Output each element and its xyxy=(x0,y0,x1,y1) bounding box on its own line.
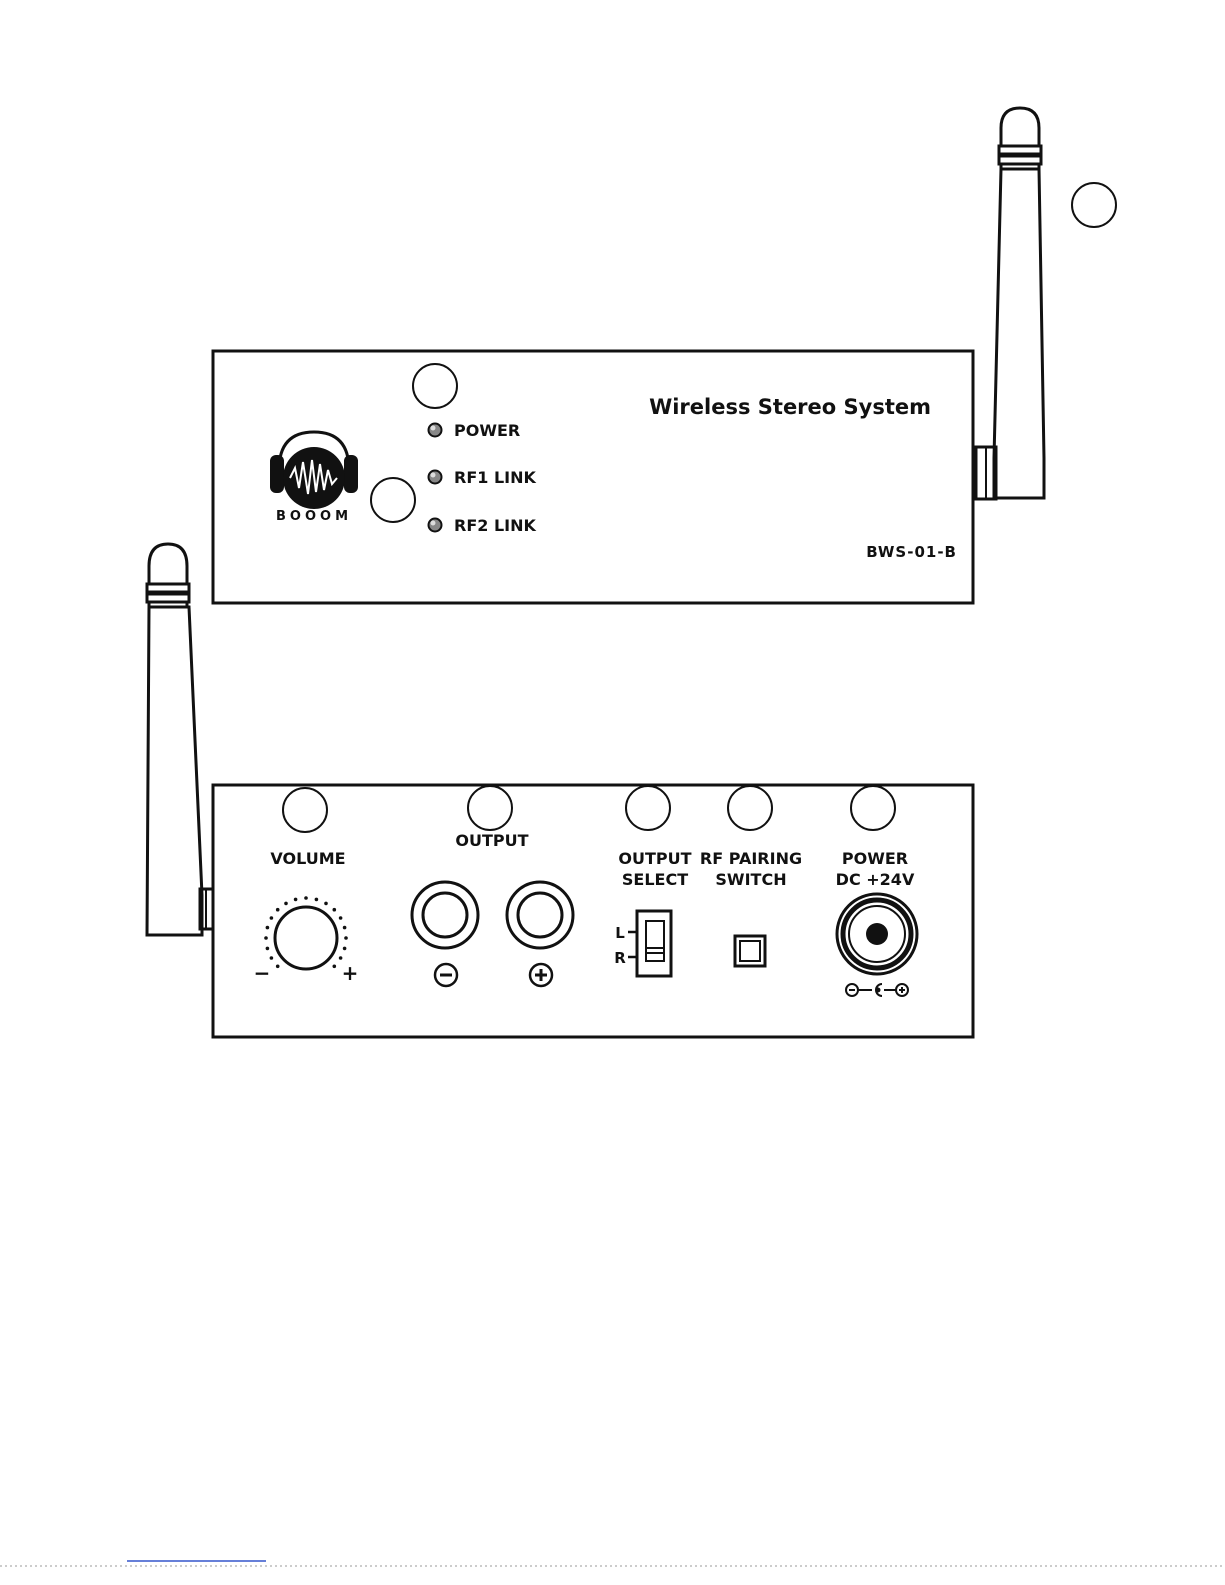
led-power xyxy=(429,424,442,437)
volume-plus-label: + xyxy=(342,961,359,985)
top-antenna xyxy=(976,108,1044,499)
switch-label-l: L xyxy=(615,924,625,942)
callout-circle-output-select xyxy=(626,786,670,830)
left-antenna xyxy=(147,544,213,935)
volume-scale-dot xyxy=(339,916,343,920)
callout-circle-power-led xyxy=(413,364,457,408)
minus-circle-icon xyxy=(435,964,457,986)
volume-scale-dot xyxy=(294,898,298,902)
volume-scale-dot xyxy=(264,936,268,940)
volume-minus-label: − xyxy=(254,961,271,985)
volume-scale-dot xyxy=(276,965,280,969)
power-label-line2: DC +24V xyxy=(836,870,915,889)
callout-circle-power-jack xyxy=(851,786,895,830)
callout-circle-volume xyxy=(283,788,327,832)
output-select-switch[interactable] xyxy=(628,911,671,976)
callout-circle-rf-pairing xyxy=(728,786,772,830)
output-plus-jack[interactable] xyxy=(507,882,573,948)
led-label-rf1: RF1 LINK xyxy=(454,468,536,487)
output-select-label-line1: OUTPUT xyxy=(618,849,691,868)
callout-circle-output xyxy=(468,786,512,830)
product-title: Wireless Stereo System xyxy=(649,395,931,419)
dc-polarity-icon xyxy=(846,984,908,996)
led-label-rf2: RF2 LINK xyxy=(454,516,536,535)
rf-pairing-label-line1: RF PAIRING xyxy=(700,849,802,868)
rf-pairing-label-line2: SWITCH xyxy=(715,870,786,889)
callout-circle-antenna xyxy=(1072,183,1116,227)
volume-scale-dot xyxy=(266,926,270,930)
output-select-label-line2: SELECT xyxy=(622,870,688,889)
callout-circle-rf-leds xyxy=(371,478,415,522)
volume-label: VOLUME xyxy=(270,849,345,868)
led-rf2 xyxy=(429,519,442,532)
volume-scale-dot xyxy=(284,902,288,906)
booom-logo: BOOOM xyxy=(270,432,358,524)
led-rf1 xyxy=(429,471,442,484)
volume-scale-dot xyxy=(324,902,328,906)
volume-scale-dot xyxy=(343,926,347,930)
power-label-line1: POWER xyxy=(842,849,908,868)
volume-scale-dot xyxy=(304,896,308,900)
volume-scale-dot xyxy=(343,947,347,951)
led-label-power: POWER xyxy=(454,421,520,440)
volume-scale-dot xyxy=(333,908,337,912)
model-number: BWS-01-B xyxy=(866,543,957,561)
footer-rule xyxy=(0,1561,1225,1566)
volume-scale-dot xyxy=(339,956,343,960)
output-minus-jack[interactable] xyxy=(412,882,478,948)
plus-circle-icon xyxy=(530,964,552,986)
switch-label-r: R xyxy=(614,949,626,967)
volume-knob[interactable] xyxy=(264,896,348,969)
volume-scale-dot xyxy=(315,898,319,902)
rf-pairing-button[interactable] xyxy=(735,936,765,966)
volume-scale-dot xyxy=(333,965,337,969)
volume-scale-dot xyxy=(266,947,270,951)
volume-scale-dot xyxy=(344,936,348,940)
output-label: OUTPUT xyxy=(455,831,528,850)
volume-scale-dot xyxy=(276,908,280,912)
volume-scale-dot xyxy=(270,956,274,960)
volume-scale-dot xyxy=(270,916,274,920)
dc-power-jack[interactable] xyxy=(837,894,917,974)
logo-text: BOOOM xyxy=(276,509,352,524)
